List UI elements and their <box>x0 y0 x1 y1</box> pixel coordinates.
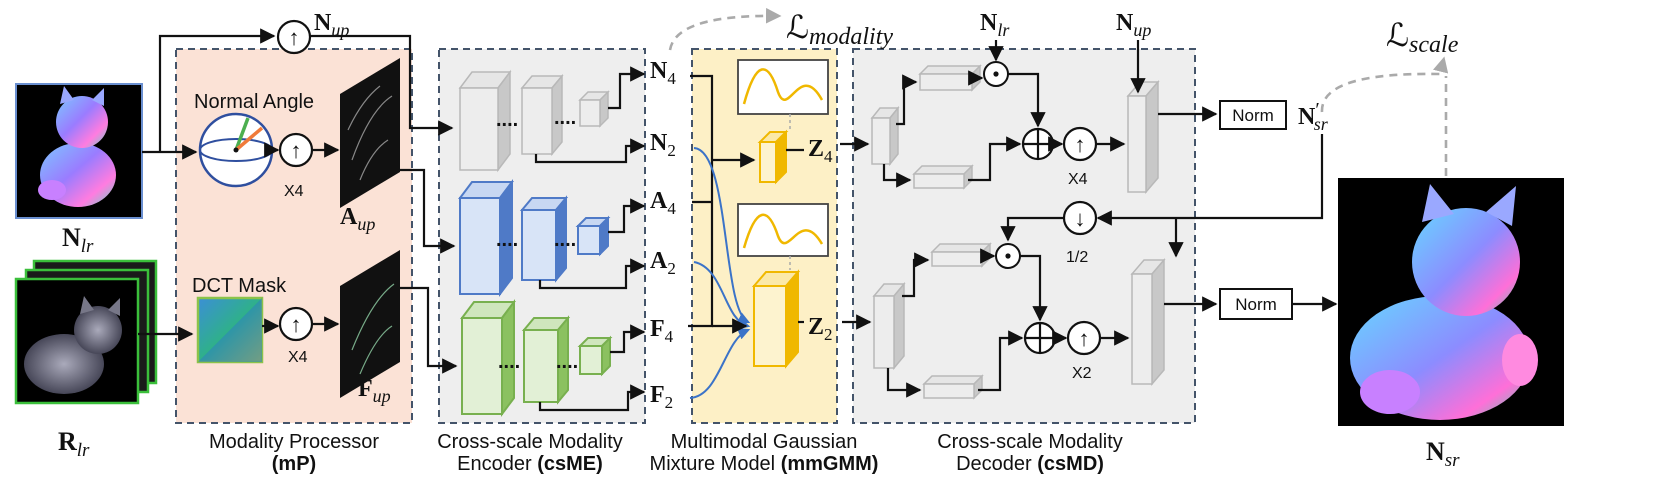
n2-label: N2 <box>650 130 676 160</box>
r-lr-label: Rlr <box>58 427 90 461</box>
decoder-output-block-top <box>1126 79 1160 195</box>
svg-text:↑: ↑ <box>1079 326 1090 351</box>
f-up-label: Fup <box>358 376 391 406</box>
n4-label: N4 <box>650 58 676 88</box>
n-sr-prime-label: N′sr <box>1298 99 1329 134</box>
z4-label: Z4 <box>808 136 833 166</box>
norm-label-bottom: Norm <box>1235 295 1277 314</box>
n-up-decoder-label: Nup <box>1116 10 1151 40</box>
upsample-x4-dct-icon: ↑ <box>278 306 314 342</box>
mmgmm-caption-line2: Mixture Model (mmGMM) <box>650 453 879 475</box>
decoder-add-op-top-icon <box>1021 127 1055 161</box>
gaussian-plot-bottom <box>737 203 829 257</box>
f4-label: F4 <box>650 316 674 346</box>
svg-text:↑: ↑ <box>289 25 300 50</box>
z2-label: Z2 <box>808 314 833 344</box>
x4-label-dct: X4 <box>288 349 308 366</box>
loss-scale-label: ℒscale <box>1386 17 1459 58</box>
svg-text:↑: ↑ <box>291 312 302 337</box>
mp-caption-abbr: (mP) <box>272 453 316 475</box>
a-up-label: Aup <box>340 204 375 234</box>
loss-modality-label: ℒmodality <box>786 9 893 50</box>
dct-mask-label: DCT Mask <box>192 275 287 297</box>
svg-text:↓: ↓ <box>1075 206 1086 231</box>
a2-label: A2 <box>650 248 676 278</box>
decoder-block-top-input <box>870 105 900 167</box>
a4-label: A4 <box>650 188 676 218</box>
gaussian-plot-top <box>737 59 829 115</box>
encoder-dots-green-1: .... <box>498 351 520 373</box>
decoder-flat-block-top-1 <box>918 64 982 92</box>
encoder-dots-blue-2: .... <box>554 229 576 251</box>
svg-text:↑: ↑ <box>1075 132 1086 157</box>
encoder-dots-gray-2: .... <box>554 107 576 129</box>
norm-box-top <box>1219 100 1287 130</box>
mmgmm-caption-line1: Multimodal Gaussian <box>671 431 858 453</box>
decoder-flat-block-bottom-1 <box>930 242 992 268</box>
dct-mask-image <box>196 296 264 364</box>
decoder-upsample-x2-icon: ↑ <box>1066 320 1102 356</box>
decoder-x4-label: X4 <box>1068 171 1088 188</box>
n-lr-decoder-label: Nlr <box>980 10 1010 40</box>
mmgmm-block-bottom <box>751 269 801 369</box>
csme-caption-line1: Cross-scale Modality <box>437 431 623 453</box>
csme-caption-line2: Encoder (csME) <box>457 453 603 475</box>
f-up-feature-map <box>340 250 400 398</box>
encoder-green-blocks <box>460 299 613 417</box>
csmd-caption-line2: Decoder (csMD) <box>956 453 1104 475</box>
r-lr-input-stack <box>14 259 158 405</box>
mp-caption-line1: Modality Processor <box>209 431 379 453</box>
n-sr-label: Nsr <box>1426 437 1460 471</box>
norm-box-bottom <box>1219 288 1293 320</box>
upsample-x4-normal-icon: ↑ <box>278 132 314 168</box>
a-up-feature-map <box>340 58 400 208</box>
f2-label: F2 <box>650 382 673 412</box>
x4-label-normal: X4 <box>284 183 304 200</box>
decoder-downsample-icon: ↓ <box>1062 200 1098 236</box>
decoder-dot-op-bottom-icon <box>995 243 1021 269</box>
decoder-add-op-bottom-icon <box>1023 321 1057 355</box>
half-label: 1/2 <box>1066 249 1088 266</box>
decoder-block-bottom-input <box>872 281 906 371</box>
decoder-flat-block-top-2 <box>912 164 974 190</box>
mmgmm-block-top <box>757 129 789 185</box>
normal-angle-label: Normal Angle <box>194 91 314 113</box>
decoder-output-block-bottom <box>1130 257 1166 387</box>
n-sr-output-image <box>1338 178 1564 426</box>
csmd-caption-line1: Cross-scale Modality <box>937 431 1123 453</box>
encoder-dots-green-2: .... <box>556 351 578 373</box>
loss-scale-arrow-top <box>1320 56 1449 113</box>
norm-label-top: Norm <box>1232 106 1274 125</box>
normal-angle-sphere-icon <box>198 112 274 188</box>
encoder-gray-blocks <box>458 69 610 173</box>
decoder-upsample-x4-icon: ↑ <box>1062 126 1098 162</box>
decoder-x2-label: X2 <box>1072 365 1092 382</box>
decoder-flat-block-bottom-2 <box>922 374 984 400</box>
n-lr-input-image <box>15 83 143 219</box>
upsample-n-up-icon: ↑ <box>276 19 312 55</box>
encoder-blue-blocks <box>458 179 611 297</box>
decoder-dot-op-top-icon <box>983 61 1009 87</box>
loss-modality-arrow <box>668 7 782 51</box>
n-lr-label: Nlr <box>62 223 94 257</box>
svg-text:↑: ↑ <box>291 138 302 163</box>
encoder-dots-blue-1: .... <box>496 229 518 251</box>
encoder-dots-gray-1: .... <box>496 109 518 131</box>
